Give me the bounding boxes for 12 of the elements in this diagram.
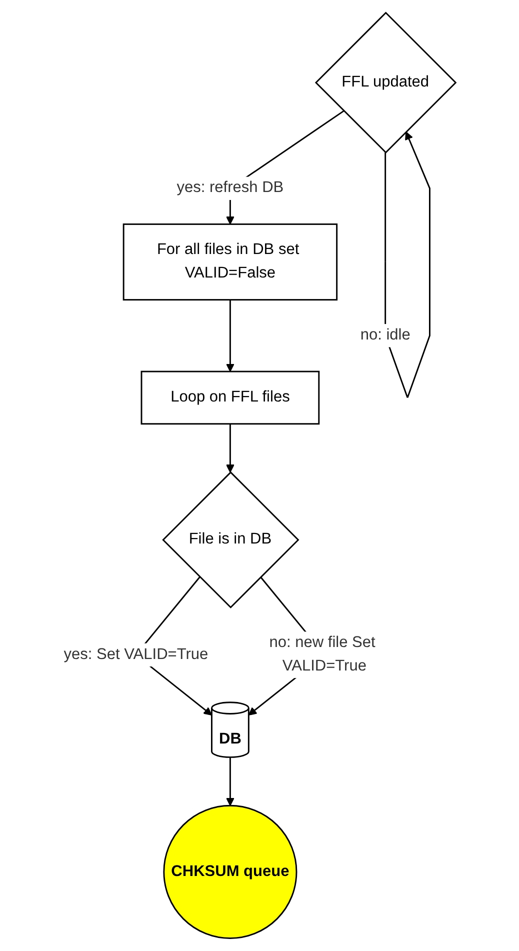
arrow: [226, 757, 234, 806]
arrow: [226, 424, 234, 473]
edge-label: yes: refresh DB: [176, 180, 284, 196]
node-box: For all files in DB set VALID=False: [122, 223, 338, 301]
node-box: Loop on FFL files: [140, 370, 320, 425]
node-diamond: File is in DB: [162, 471, 300, 608]
edge-label: no: idle: [360, 326, 410, 344]
edge-label: yes: Set VALID=True: [64, 646, 208, 663]
node-diamond: FFL updated: [314, 12, 456, 154]
arrow: [226, 300, 234, 372]
edge-label: no: new file Set VALID=True: [269, 634, 376, 674]
node-circle: CHKSUM queue: [162, 804, 297, 939]
